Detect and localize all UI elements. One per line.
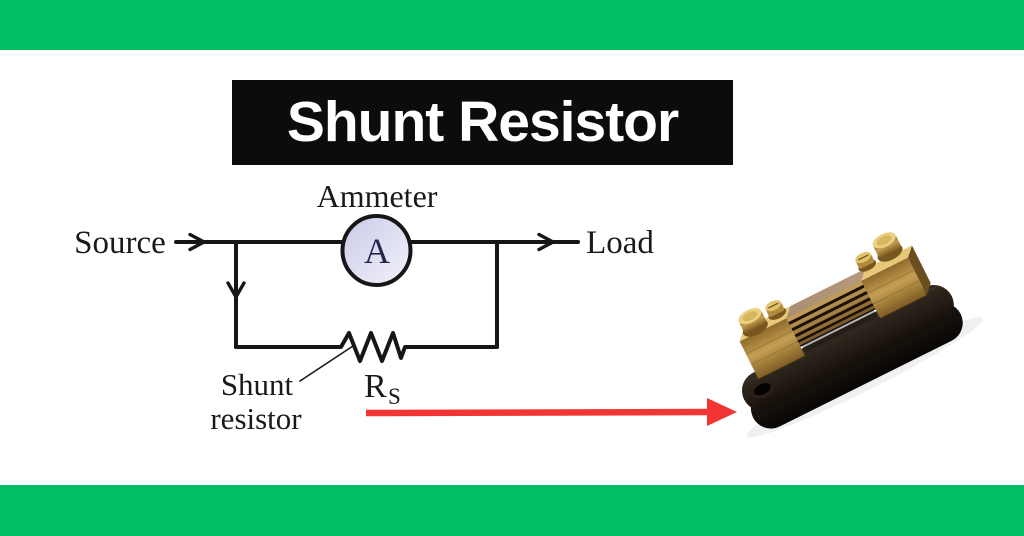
photo-left-hex-bolt — [738, 308, 768, 337]
resistor-symbol-subscript: S — [388, 384, 401, 409]
shunt-label-line2: resistor — [210, 401, 302, 436]
photo-top-sheet — [786, 268, 866, 319]
top-green-bar — [0, 0, 1024, 50]
bottom-green-bar — [0, 485, 1024, 536]
red-arrow-head-icon — [707, 398, 737, 426]
shunt-resistor-photo — [738, 232, 984, 438]
red-callout-arrow — [365, 398, 737, 426]
ammeter-circle — [340, 214, 413, 287]
down-arrowhead-icon — [226, 281, 246, 301]
page-title: Shunt Resistor — [286, 90, 679, 154]
photo-base — [741, 284, 963, 429]
red-arrow-line — [365, 408, 711, 417]
wire-bottom-resistor-zigzag — [234, 331, 499, 363]
ammeter-letter: A — [364, 231, 390, 271]
photo-laminate-strips — [786, 268, 878, 354]
photo-left-screw — [765, 300, 787, 320]
shunt-label-pointer-line — [299, 345, 354, 382]
ammeter-label: Ammeter — [317, 178, 438, 214]
source-label: Source — [74, 225, 166, 261]
load-arrowhead-icon — [537, 232, 557, 252]
photo-right-screw — [855, 251, 877, 272]
title-banner: Shunt Resistor — [232, 80, 733, 165]
shunt-label-line1: Shunt — [221, 367, 294, 402]
load-label: Load — [586, 225, 654, 261]
resistor-symbol: R — [364, 368, 387, 405]
source-arrowhead-icon — [188, 232, 208, 252]
photo-right-hex-bolt — [872, 232, 903, 262]
